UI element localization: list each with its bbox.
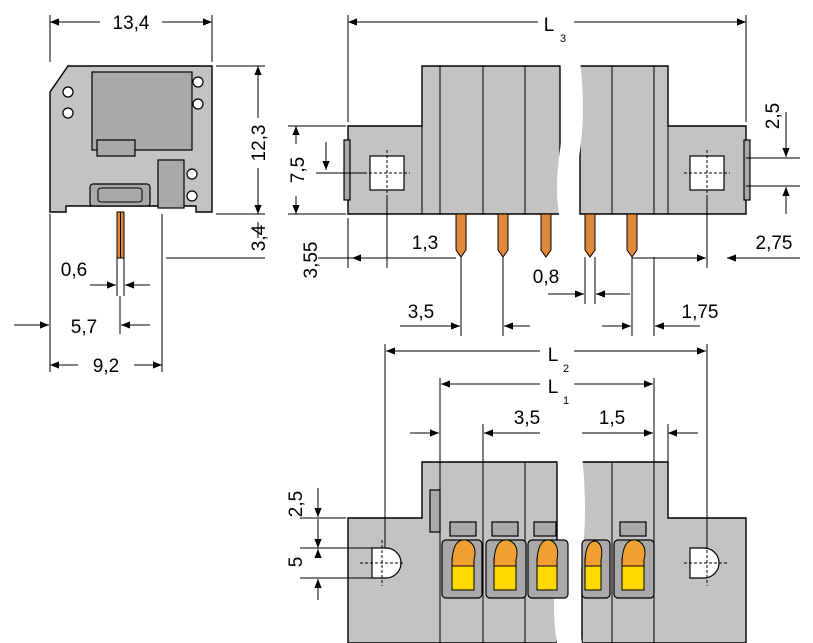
dim-top-2-5: 2,5 <box>286 491 307 517</box>
dim-width-13-4: 13,4 <box>113 13 150 34</box>
dim-top-3-5: 3,5 <box>514 408 540 429</box>
dim-height-12-3: 12,3 <box>249 125 270 162</box>
front-view-body-left <box>347 65 561 215</box>
side-view-window <box>91 71 193 151</box>
dim-side-7-5: 7,5 <box>288 157 309 183</box>
side-view-slot <box>96 139 136 157</box>
release-button-4 <box>581 539 611 599</box>
release-button-5 <box>613 521 655 599</box>
dim-L3-subscript: 3 <box>560 33 566 45</box>
dim-L2-subscript: 2 <box>563 363 569 375</box>
dim-top-1-5: 1,5 <box>599 408 625 429</box>
dim-pitch-3-5: 3,5 <box>408 302 434 323</box>
top-view: L 2 L 1 3,5 1,5 2,5 5 <box>286 344 747 643</box>
front-view-pin-4 <box>584 213 596 258</box>
front-view-body-right <box>579 65 747 215</box>
dim-L1-subscript: 1 <box>563 395 569 407</box>
release-button-2 <box>485 521 527 599</box>
dim-side-3-55: 3,55 <box>301 242 322 279</box>
dim-side-2-5: 2,5 <box>763 103 784 129</box>
dim-pin-0-8: 0,8 <box>533 267 559 288</box>
front-view-pin-2 <box>497 213 509 258</box>
front-view-pin-5 <box>626 213 638 258</box>
dim-height-3-4: 3,4 <box>249 224 270 251</box>
side-view-lever <box>89 183 151 207</box>
dim-pin-0-6: 0,6 <box>61 260 87 281</box>
dim-side-1-3: 1,3 <box>412 233 438 254</box>
release-button-3 <box>527 521 569 599</box>
dim-L3: L <box>544 15 555 36</box>
dim-L2: L <box>548 345 559 366</box>
front-view-pin-3 <box>540 213 552 258</box>
dim-offset-5-7: 5,7 <box>71 317 97 338</box>
side-view: 13,4 12,3 3,4 0,6 5,7 9,2 <box>14 13 270 377</box>
dim-side-2-75: 2,75 <box>756 233 793 254</box>
release-button-1 <box>441 521 483 599</box>
dim-L1: L <box>548 377 559 398</box>
dim-depth-9-2: 9,2 <box>93 356 119 377</box>
front-view-pin-1 <box>455 213 467 258</box>
front-view: L 3 2,5 7,5 3,55 1,3 2,75 <box>288 15 800 336</box>
dim-top-5: 5 <box>286 557 307 568</box>
dim-end-1-75: 1,75 <box>682 302 719 323</box>
